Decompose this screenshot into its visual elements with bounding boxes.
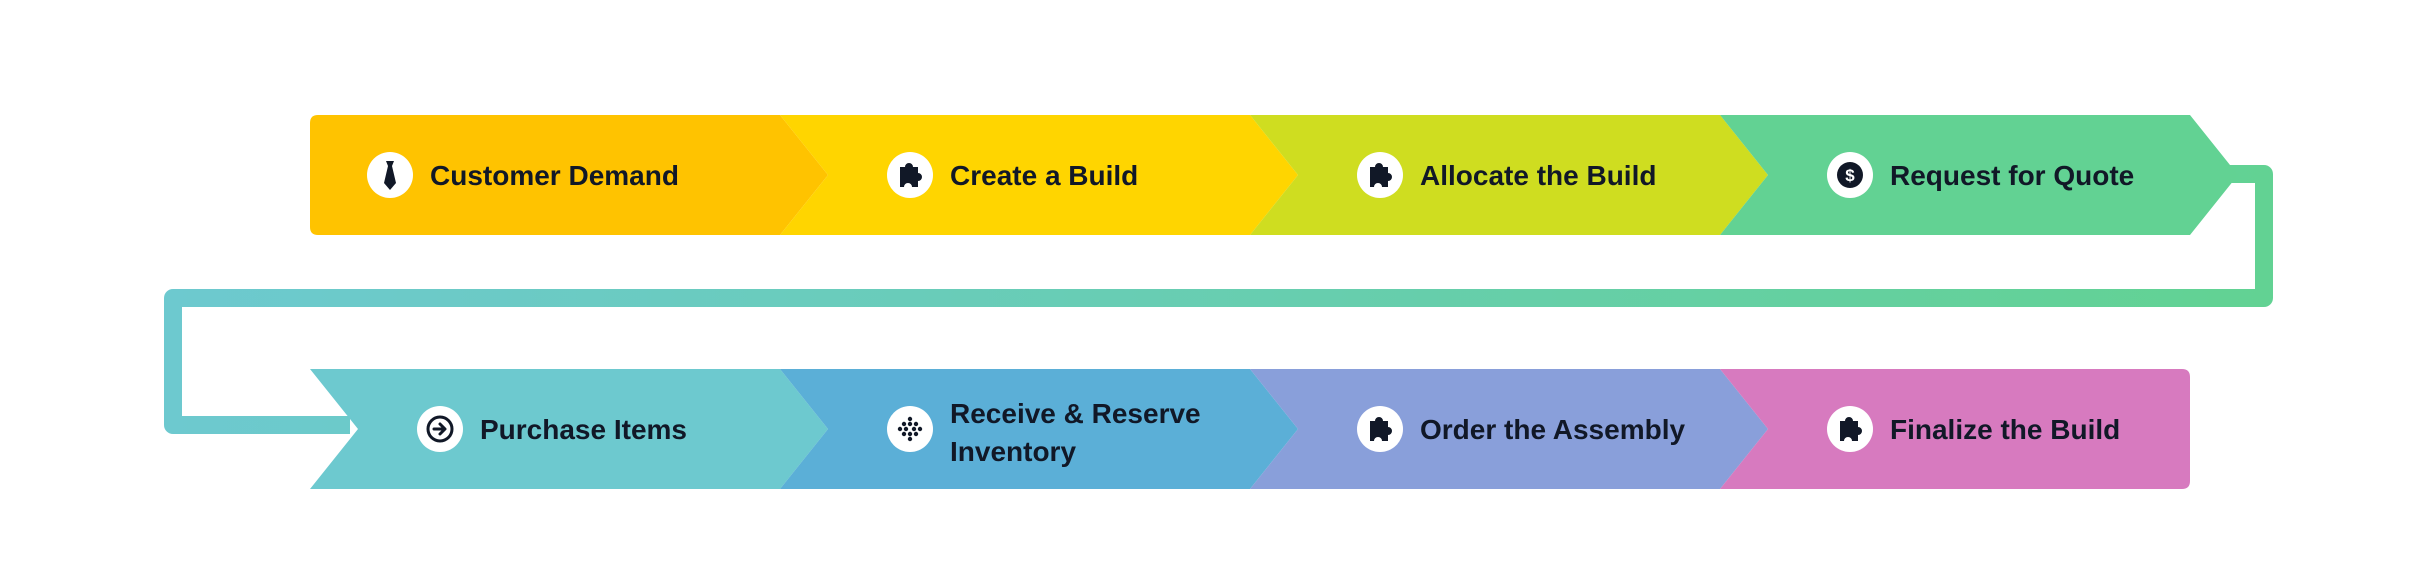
step-chevron [780, 369, 1298, 489]
step-chevron [1720, 369, 2190, 489]
step-chevron [310, 369, 828, 489]
step-label: Allocate the Build [1420, 160, 1656, 191]
flow-connector [164, 165, 2273, 434]
step-chevron [1720, 115, 2238, 235]
step-label: Finalize the Build [1890, 414, 2120, 445]
process-step: Finalize the Build [1720, 369, 2190, 489]
necktie-icon [367, 152, 413, 198]
puzzle-piece-icon [1827, 406, 1873, 452]
puzzle-piece-icon [887, 152, 933, 198]
svg-text:$: $ [1845, 166, 1855, 185]
puzzle-piece-icon [1357, 406, 1403, 452]
step-chevron [1250, 115, 1768, 235]
step-label: Create a Build [950, 160, 1138, 191]
step-label: Order the Assembly [1420, 414, 1685, 445]
puzzle-piece-icon [1357, 152, 1403, 198]
process-step: Create a Build [780, 115, 1298, 235]
step-label: Customer Demand [430, 160, 679, 191]
step-chevron [1250, 369, 1768, 489]
arrow-right-circle-icon [417, 406, 463, 452]
process-step: Allocate the Build [1250, 115, 1768, 235]
step-label: Request for Quote [1890, 160, 2134, 191]
process-step: Order the Assembly [1250, 369, 1768, 489]
process-step: Customer Demand [310, 115, 828, 235]
process-step: $ Request for Quote [1720, 115, 2238, 235]
step-label: Purchase Items [480, 414, 687, 445]
step-chevron [310, 115, 828, 235]
dots-grid-icon [887, 406, 933, 452]
dollar-coin-icon: $ [1827, 152, 1873, 198]
step-chevron [780, 115, 1298, 235]
process-step: Purchase Items [310, 369, 828, 489]
